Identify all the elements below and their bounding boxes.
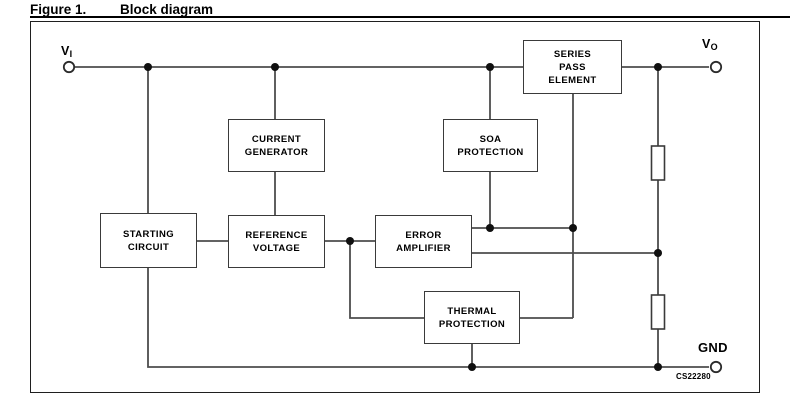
- output-terminal-label: VO: [702, 37, 718, 52]
- ground-terminal-label: GND: [698, 340, 728, 355]
- block-label: ERROR AMPLIFIER: [396, 229, 451, 254]
- output-terminal: [709, 60, 723, 74]
- junction-dot: [486, 63, 494, 71]
- block-reference-voltage: REFERENCE VOLTAGE: [228, 215, 325, 268]
- resistor-lower: [650, 294, 666, 330]
- block-current-generator: CURRENT GENERATOR: [228, 119, 325, 172]
- block-label: SOA PROTECTION: [457, 133, 524, 158]
- input-terminal-subscript: I: [69, 49, 73, 59]
- ground-terminal: [709, 360, 723, 374]
- resistor-upper: [650, 145, 666, 181]
- wire-ground-rail: [147, 268, 709, 368]
- junction-dot: [144, 63, 152, 71]
- input-terminal-label: VI: [61, 44, 73, 59]
- block-label: STARTING CIRCUIT: [122, 228, 175, 253]
- junction-dot: [468, 363, 476, 371]
- junction-dot: [654, 363, 662, 371]
- figure-number: Figure 1.: [30, 2, 87, 17]
- block-series-pass-element: SERIES PASS ELEMENT: [523, 40, 622, 94]
- block-error-amplifier: ERROR AMPLIFIER: [375, 215, 472, 268]
- block-label: REFERENCE VOLTAGE: [245, 229, 308, 254]
- junction-dot: [654, 249, 662, 257]
- figure-title: Block diagram: [120, 2, 214, 17]
- block-soa-protection: SOA PROTECTION: [443, 119, 538, 172]
- junction-dot: [486, 224, 494, 232]
- block-starting-circuit: STARTING CIRCUIT: [100, 213, 197, 268]
- junction-dot: [654, 63, 662, 71]
- block-label: THERMAL PROTECTION: [438, 305, 506, 330]
- block-label: SERIES PASS ELEMENT: [548, 48, 597, 86]
- output-terminal-subscript: O: [710, 42, 718, 52]
- junction-dot: [569, 224, 577, 232]
- junction-dot: [271, 63, 279, 71]
- caption-rule: [30, 16, 790, 18]
- junction-dot: [346, 237, 354, 245]
- block-thermal-protection: THERMAL PROTECTION: [424, 291, 520, 344]
- block-label: CURRENT GENERATOR: [244, 133, 309, 158]
- figure-frame: [30, 21, 760, 393]
- plot-code: CS22280: [676, 372, 711, 381]
- input-terminal: [62, 60, 76, 74]
- wire-reference-node-to-thermal: [349, 241, 424, 319]
